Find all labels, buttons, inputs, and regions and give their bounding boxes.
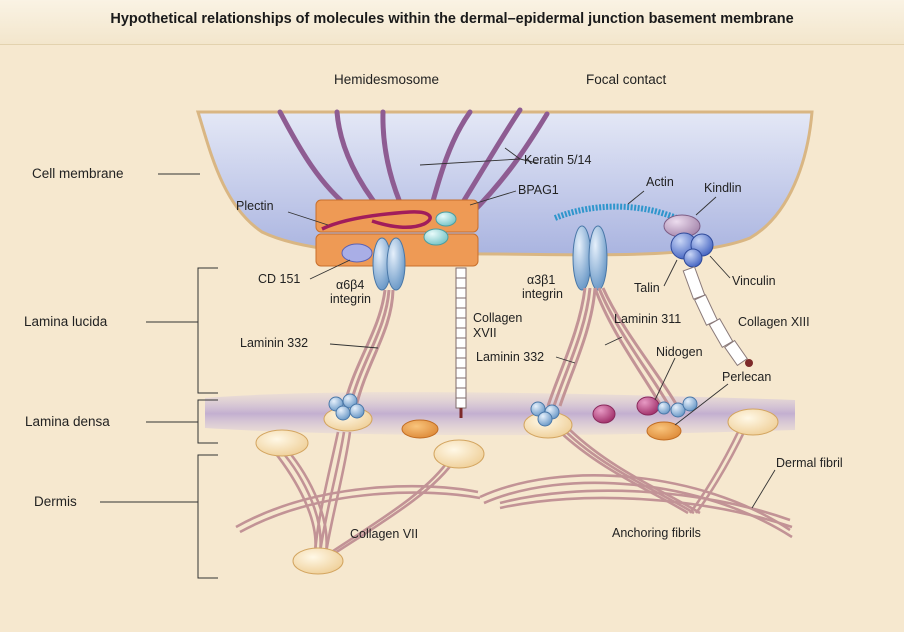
actin-filament — [553, 203, 691, 225]
a6b4-integrin — [372, 237, 406, 291]
laminin-heads-right — [530, 396, 698, 427]
label-a3b1-integrin: integrin — [522, 287, 563, 301]
bpag1-molecule-2 — [423, 228, 449, 246]
collagen-xvii-molecule — [455, 267, 467, 418]
a3b1-integrin — [572, 225, 608, 291]
label-cd151: CD 151 — [258, 272, 300, 286]
nidogen-molecule — [636, 396, 660, 416]
label-plectin: Plectin — [236, 199, 274, 213]
nidogen-center — [592, 404, 616, 424]
label-a6b4-integrin: integrin — [330, 292, 371, 306]
label-dermis: Dermis — [34, 494, 77, 509]
figure-title: Hypothetical relationships of molecules … — [110, 11, 794, 27]
label-lamina-densa: Lamina densa — [25, 414, 110, 429]
label-hemidesmosome: Hemidesmosome — [334, 72, 439, 87]
laminin-332-left — [343, 289, 395, 404]
bpag1-molecule — [435, 211, 457, 227]
label-actin: Actin — [646, 175, 674, 189]
label-nidogen: Nidogen — [656, 345, 703, 359]
label-a3b1: α3β1 — [527, 273, 555, 287]
title-bar: Hypothetical relationships of molecules … — [0, 0, 904, 45]
label-bpag1: BPAG1 — [518, 183, 559, 197]
label-laminin-332-left: Laminin 332 — [240, 336, 308, 350]
label-laminin-332-right: Laminin 332 — [476, 350, 544, 364]
label-a6b4: α6β4 — [336, 278, 364, 292]
label-dermal-fibril: Dermal fibril — [776, 456, 843, 470]
layer-brackets — [100, 173, 218, 579]
collagen-xiii-end — [745, 359, 753, 367]
dermal-fibrils — [235, 474, 793, 539]
label-focal-contact: Focal contact — [586, 72, 667, 87]
label-anchoring-fibrils: Anchoring fibrils — [612, 526, 701, 540]
orange-plaque-left — [401, 419, 439, 439]
label-perlecan: Perlecan — [722, 370, 771, 384]
label-talin: Talin — [634, 281, 660, 295]
label-collagen-xvii-2: XVII — [473, 326, 497, 340]
lamina-densa-band — [205, 392, 795, 436]
laminin-right-strands — [546, 287, 678, 407]
plectin-molecule — [321, 210, 432, 231]
nidogen-ball-2 — [657, 401, 671, 415]
collagen-xiii-molecule — [682, 266, 748, 367]
label-lamina-lucida: Lamina lucida — [24, 314, 108, 329]
perlecan-molecule — [646, 421, 682, 441]
talin-bead — [683, 248, 703, 268]
callout-lines — [287, 147, 776, 509]
label-collagen-xvii-1: Collagen — [473, 311, 522, 325]
label-collagen-vii: Collagen VII — [350, 527, 418, 541]
label-laminin-311: Laminin 311 — [614, 312, 681, 326]
label-kindlin: Kindlin — [704, 181, 742, 195]
label-keratin: Keratin 5/14 — [524, 153, 591, 167]
cd151-molecule — [341, 243, 373, 263]
laminin-heads-left — [328, 393, 365, 421]
label-vinculin: Vinculin — [732, 274, 776, 288]
label-cell-membrane: Cell membrane — [32, 166, 124, 181]
label-collagen-xiii: Collagen XIII — [738, 315, 810, 329]
